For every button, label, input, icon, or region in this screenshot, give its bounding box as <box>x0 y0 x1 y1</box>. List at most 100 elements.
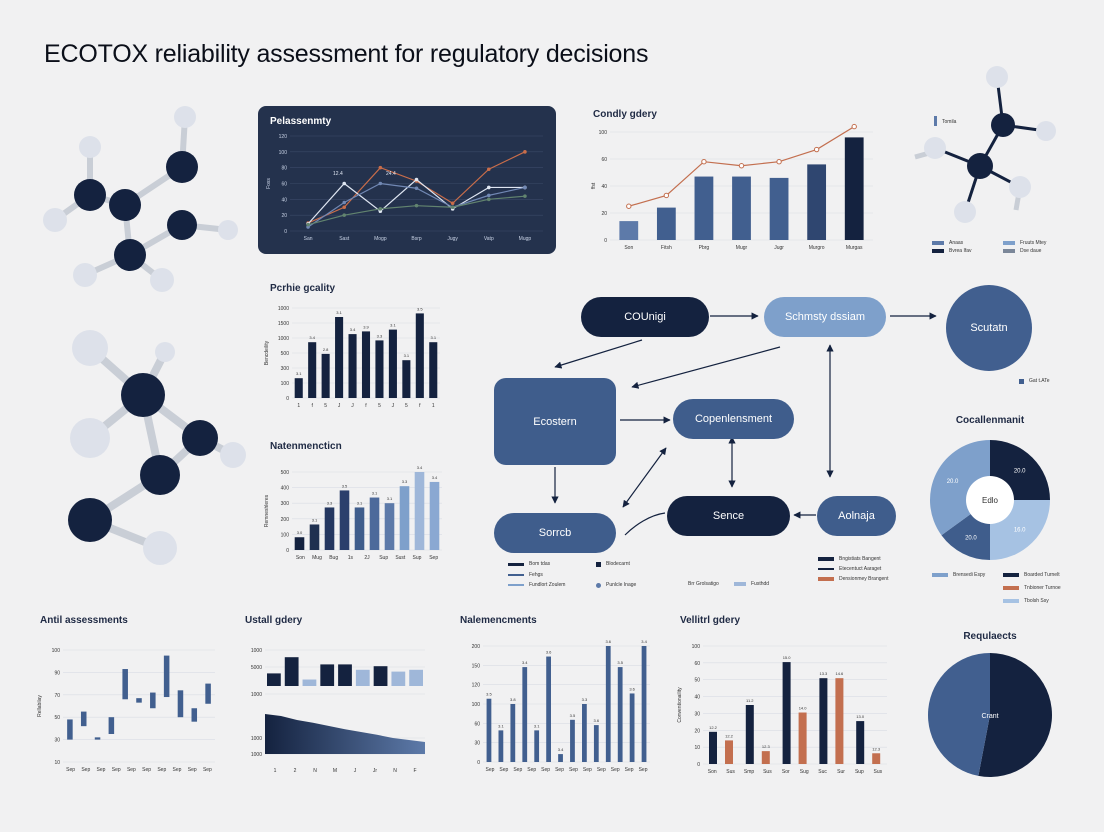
x-tick-label: Mugp <box>519 236 532 242</box>
bar <box>641 646 647 762</box>
x-tick-label: Sep <box>569 767 578 773</box>
x-tick-label: Jr <box>373 768 378 774</box>
x-tick-label: Fitsh <box>661 245 672 251</box>
y-tick-label: 0 <box>477 760 480 766</box>
bar-value-label: 15.0 <box>783 655 792 660</box>
bar-value-label: 3.1 <box>390 323 396 328</box>
x-tick-label: J <box>354 768 357 774</box>
flow-legend-item: Punlcle Inage <box>596 582 636 588</box>
x-tick-label: Sep <box>513 767 522 773</box>
data-point <box>813 146 820 153</box>
series-line <box>307 195 525 226</box>
data-label: 12.4 <box>333 171 343 177</box>
y-tick-label: 30 <box>474 741 480 747</box>
bar <box>355 669 370 686</box>
flow-legend-item: Fundlort Zoulem <box>508 582 565 588</box>
bar <box>375 340 384 398</box>
flow-legend-item: Bngistiats Bangent <box>818 556 881 562</box>
x-tick-label: f <box>365 403 367 409</box>
donut-slice <box>930 440 990 536</box>
x-tick-label: Sep <box>142 767 151 773</box>
data-point <box>851 123 857 130</box>
donut-legend-item: Tnbioner Turnoe <box>1003 585 1061 591</box>
bar <box>294 537 305 550</box>
bar <box>429 481 440 550</box>
x-tick-label: Sep <box>173 767 182 773</box>
chart-title: Vellitrl gdery <box>680 615 740 626</box>
data-point <box>486 193 491 198</box>
gradient-bar-chart: Natenmencticn0100200300400500Remneshlere… <box>264 441 442 561</box>
bar-value-label: 3.6 <box>629 686 635 691</box>
x-tick-label: Bsrp <box>411 236 422 242</box>
bar-value-label: 3.5 <box>617 660 623 665</box>
bar <box>369 497 380 550</box>
data-point <box>450 201 455 206</box>
y-tick-label: 60 <box>281 182 287 188</box>
flow-legend-item: Bom tdas <box>508 561 550 567</box>
x-tick-label: 2J <box>364 555 370 561</box>
x-tick-label: 5 <box>405 403 408 409</box>
bar-value-label: 3.1 <box>404 353 410 358</box>
x-tick-label: Sep <box>429 555 438 561</box>
donut-hole <box>966 476 1014 524</box>
chart-title: Antil assessments <box>40 615 128 626</box>
y-tick-label: 100 <box>472 702 481 708</box>
y-tick-label: 120 <box>279 134 288 140</box>
chart-title: Requlaects <box>963 631 1017 642</box>
page-title: ECOTOX reliability assessment for regula… <box>44 40 649 68</box>
bar <box>335 317 344 398</box>
x-tick-label: Sup <box>379 555 388 561</box>
donut-center-label: Edlo <box>982 496 999 505</box>
bar <box>656 207 676 240</box>
bar <box>807 164 827 240</box>
y-tick-label: 50 <box>694 678 700 684</box>
bar <box>522 667 528 762</box>
range-bar <box>122 669 128 700</box>
y-axis-label: Bencdeility <box>264 340 270 365</box>
x-tick-label: San <box>304 236 313 242</box>
slice-label: 16.0 <box>1014 528 1026 534</box>
y-tick-label: 10 <box>54 760 60 766</box>
bar <box>361 331 371 398</box>
x-tick-label: Sep <box>499 767 508 773</box>
flow-node: Schmsty dssiam <box>764 297 886 337</box>
bar <box>510 704 516 762</box>
data-point <box>378 165 383 170</box>
x-tick-label: 5 <box>324 403 327 409</box>
range-bar <box>108 717 115 734</box>
bar <box>725 740 733 764</box>
y-tick-label: 120 <box>472 683 481 689</box>
x-tick-label: Sep <box>127 767 136 773</box>
y-tick-label: 1000 <box>251 692 262 698</box>
x-tick-label: Sup <box>413 555 422 561</box>
y-tick-label: 100 <box>599 130 608 136</box>
bar <box>558 754 563 762</box>
y-tick-label: 100 <box>279 150 288 156</box>
bar-value-label: 3.4 <box>558 747 564 752</box>
pattern-bar-chart: Pcrhie gcality0100300500100015001000Benc… <box>264 283 440 409</box>
range-bar <box>163 655 170 698</box>
data-point <box>414 186 419 191</box>
y-tick-label: 0 <box>284 229 287 235</box>
bar <box>570 719 575 762</box>
x-tick-label: F <box>413 768 416 774</box>
data-point <box>414 177 419 182</box>
x-tick-label: Sep <box>597 767 606 773</box>
flow-legend-item: Fusthdd <box>734 581 769 587</box>
x-tick-label: Murgro <box>809 245 825 251</box>
bar <box>373 666 388 686</box>
x-tick-label: 5 <box>378 403 381 409</box>
bar-value-label: 3.1 <box>430 335 436 340</box>
bar-value-label: 3.4 <box>641 639 647 644</box>
x-tick-label: Sep <box>188 767 197 773</box>
x-tick-label: Pbrg <box>699 245 710 251</box>
bar-value-label: 12.2 <box>725 733 734 738</box>
data-point <box>378 207 383 211</box>
bar-value-label: 14.6 <box>836 671 845 676</box>
bar-value-label: 13.3 <box>820 671 829 676</box>
bar <box>546 656 551 762</box>
bar <box>844 137 864 240</box>
